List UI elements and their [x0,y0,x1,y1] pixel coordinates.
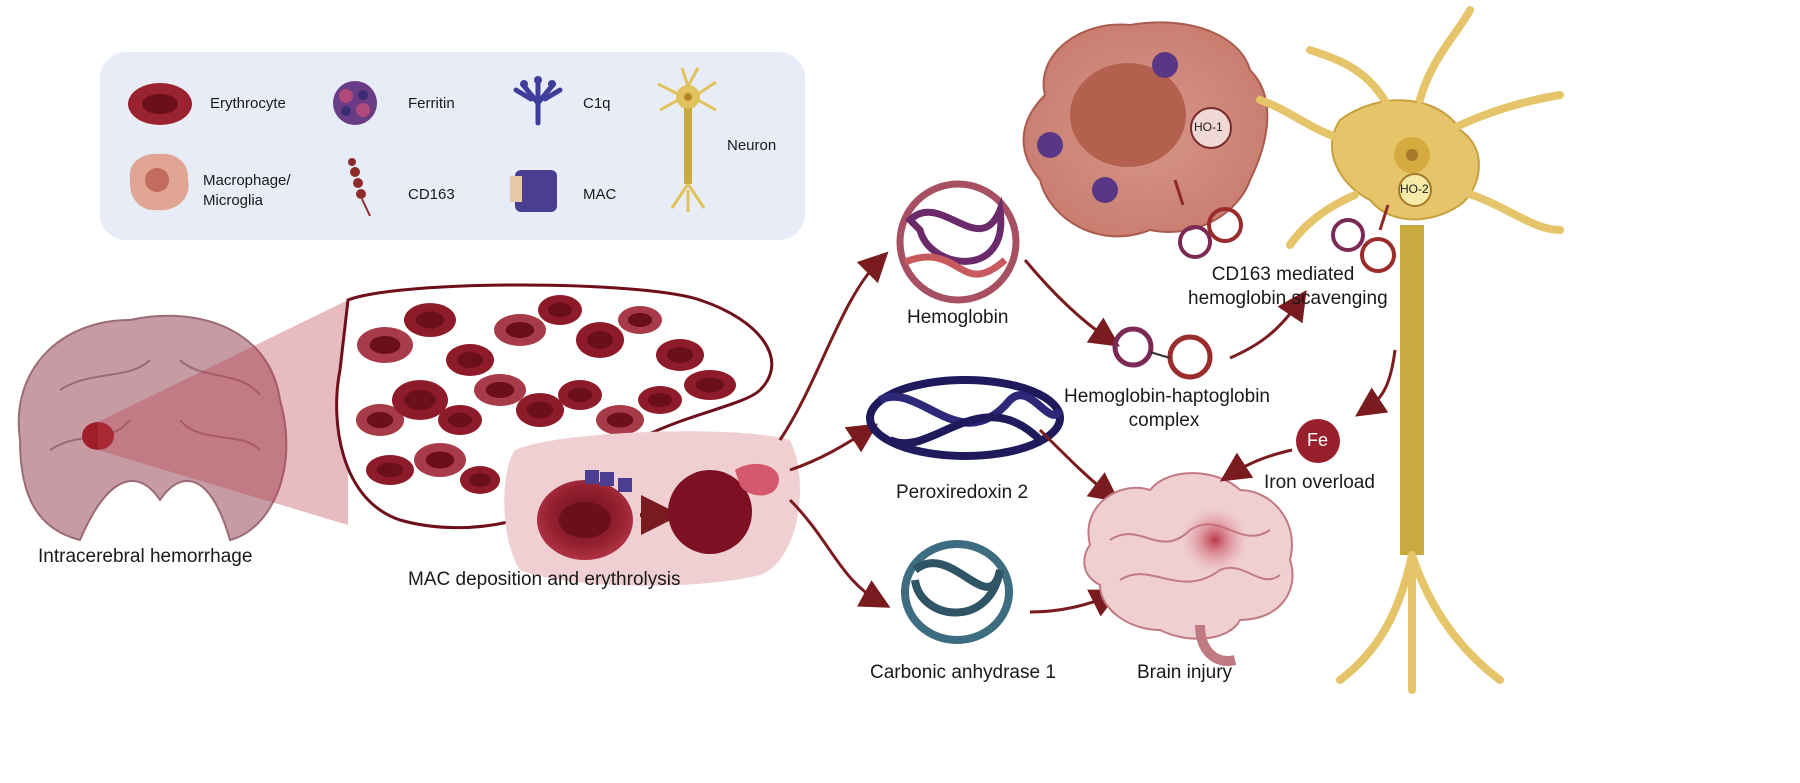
legend-neuron-label: Neuron [727,137,777,154]
legend-cd163-label: CD163 [408,186,455,203]
erythrocyte-center [627,313,653,327]
label-cd163-scavenging-1: CD163 mediated [1211,264,1355,285]
legend-mac-icon [510,170,557,212]
erythrocyte-center [526,401,554,419]
label-hemoglobin: Hemoglobin [907,307,1009,328]
erythrocyte-cluster [356,295,736,494]
erythrocyte-center [567,387,593,403]
label-peroxiredoxin: Peroxiredoxin 2 [896,482,1029,503]
legend-c1q-label: C1q [583,95,611,112]
label-brain-injury: Brain injury [1137,662,1233,683]
arrow-complex-to-scavenging [1229,290,1307,360]
label-hp-complex-2: complex [1128,410,1200,431]
erythrocyte-center [547,302,573,318]
arrow-prx-to-brain [1038,428,1120,503]
label-ho1: HO-1 [1194,120,1223,134]
legend-panel [100,52,805,240]
erythrocyte-center [366,412,394,428]
legend-erythrocyte-icon [128,83,192,125]
erythrocyte-center [369,336,401,354]
label-fe: Fe [1307,430,1329,450]
arrow-to-peroxiredoxin [789,423,879,472]
arrow-ca-to-brain [1029,589,1121,617]
label-ho2: HO-2 [1400,182,1429,196]
erythrocyte-center [505,322,535,338]
hemoglobin-icon [896,180,1020,304]
erythrocyte-center [415,311,445,329]
erythrocyte-center [695,377,725,393]
legend-macrophage-label-1: Macrophage/ [203,172,291,189]
legend-ferritin-label: Ferritin [408,95,455,112]
macrophage-cell [1022,21,1269,259]
peroxiredoxin-icon [866,376,1064,460]
carbonic-anhydrase-icon [901,540,1013,644]
label-carbonic-anhydrase: Carbonic anhydrase 1 [870,662,1056,683]
label-intracerebral-hemorrhage: Intracerebral hemorrhage [38,546,253,567]
erythrocyte-center [456,352,484,368]
erythrocyte-center [376,462,404,478]
arrow-to-carbonic [788,498,891,608]
legend-neuron-icon [657,67,717,212]
label-iron-overload: Iron overload [1264,472,1375,493]
erythrocyte-center [666,347,694,363]
erythrocyte-center [425,451,455,469]
label-cd163-scavenging-2: hemoglobin scavenging [1188,288,1388,309]
erythrocyte-center [485,382,515,398]
arrow-iron-to-brain [1219,448,1293,482]
label-mac-deposition: MAC deposition and erythrolysis [408,569,681,590]
arrow-to-hemoglobin [778,251,889,441]
erythrocyte-center [647,393,673,407]
legend-ferritin-icon [333,81,377,125]
erythrocyte-with-mac [537,470,633,560]
hemoglobin-haptoglobin-complex-icon [1112,326,1213,380]
zoom-beam [98,300,348,525]
legend-c1q-icon [513,76,563,126]
iron-icon [1296,419,1340,463]
brain-injury-illustration [1083,472,1294,666]
erythrocyte-center [586,331,614,349]
neuron-cell [1256,6,1564,694]
legend-erythrocyte-label: Erythrocyte [210,95,286,112]
coronal-brain-illustration [17,314,288,542]
lysed-erythrocyte [668,463,780,554]
erythrocyte-center [447,412,473,428]
erythrocyte-center [606,412,634,428]
arrow-hb-to-complex [1023,259,1120,347]
legend-cd163-icon [348,158,371,217]
erythrocyte-center [404,390,436,410]
erythrocyte-center [469,473,491,487]
legend-mac-label: MAC [583,186,617,203]
arrow-neuron-to-iron [1355,349,1397,417]
label-hp-complex-1: Hemoglobin-haptoglobin [1064,386,1270,407]
legend-macrophage-icon [129,153,189,211]
legend-macrophage-label-2: Microglia [203,192,264,209]
